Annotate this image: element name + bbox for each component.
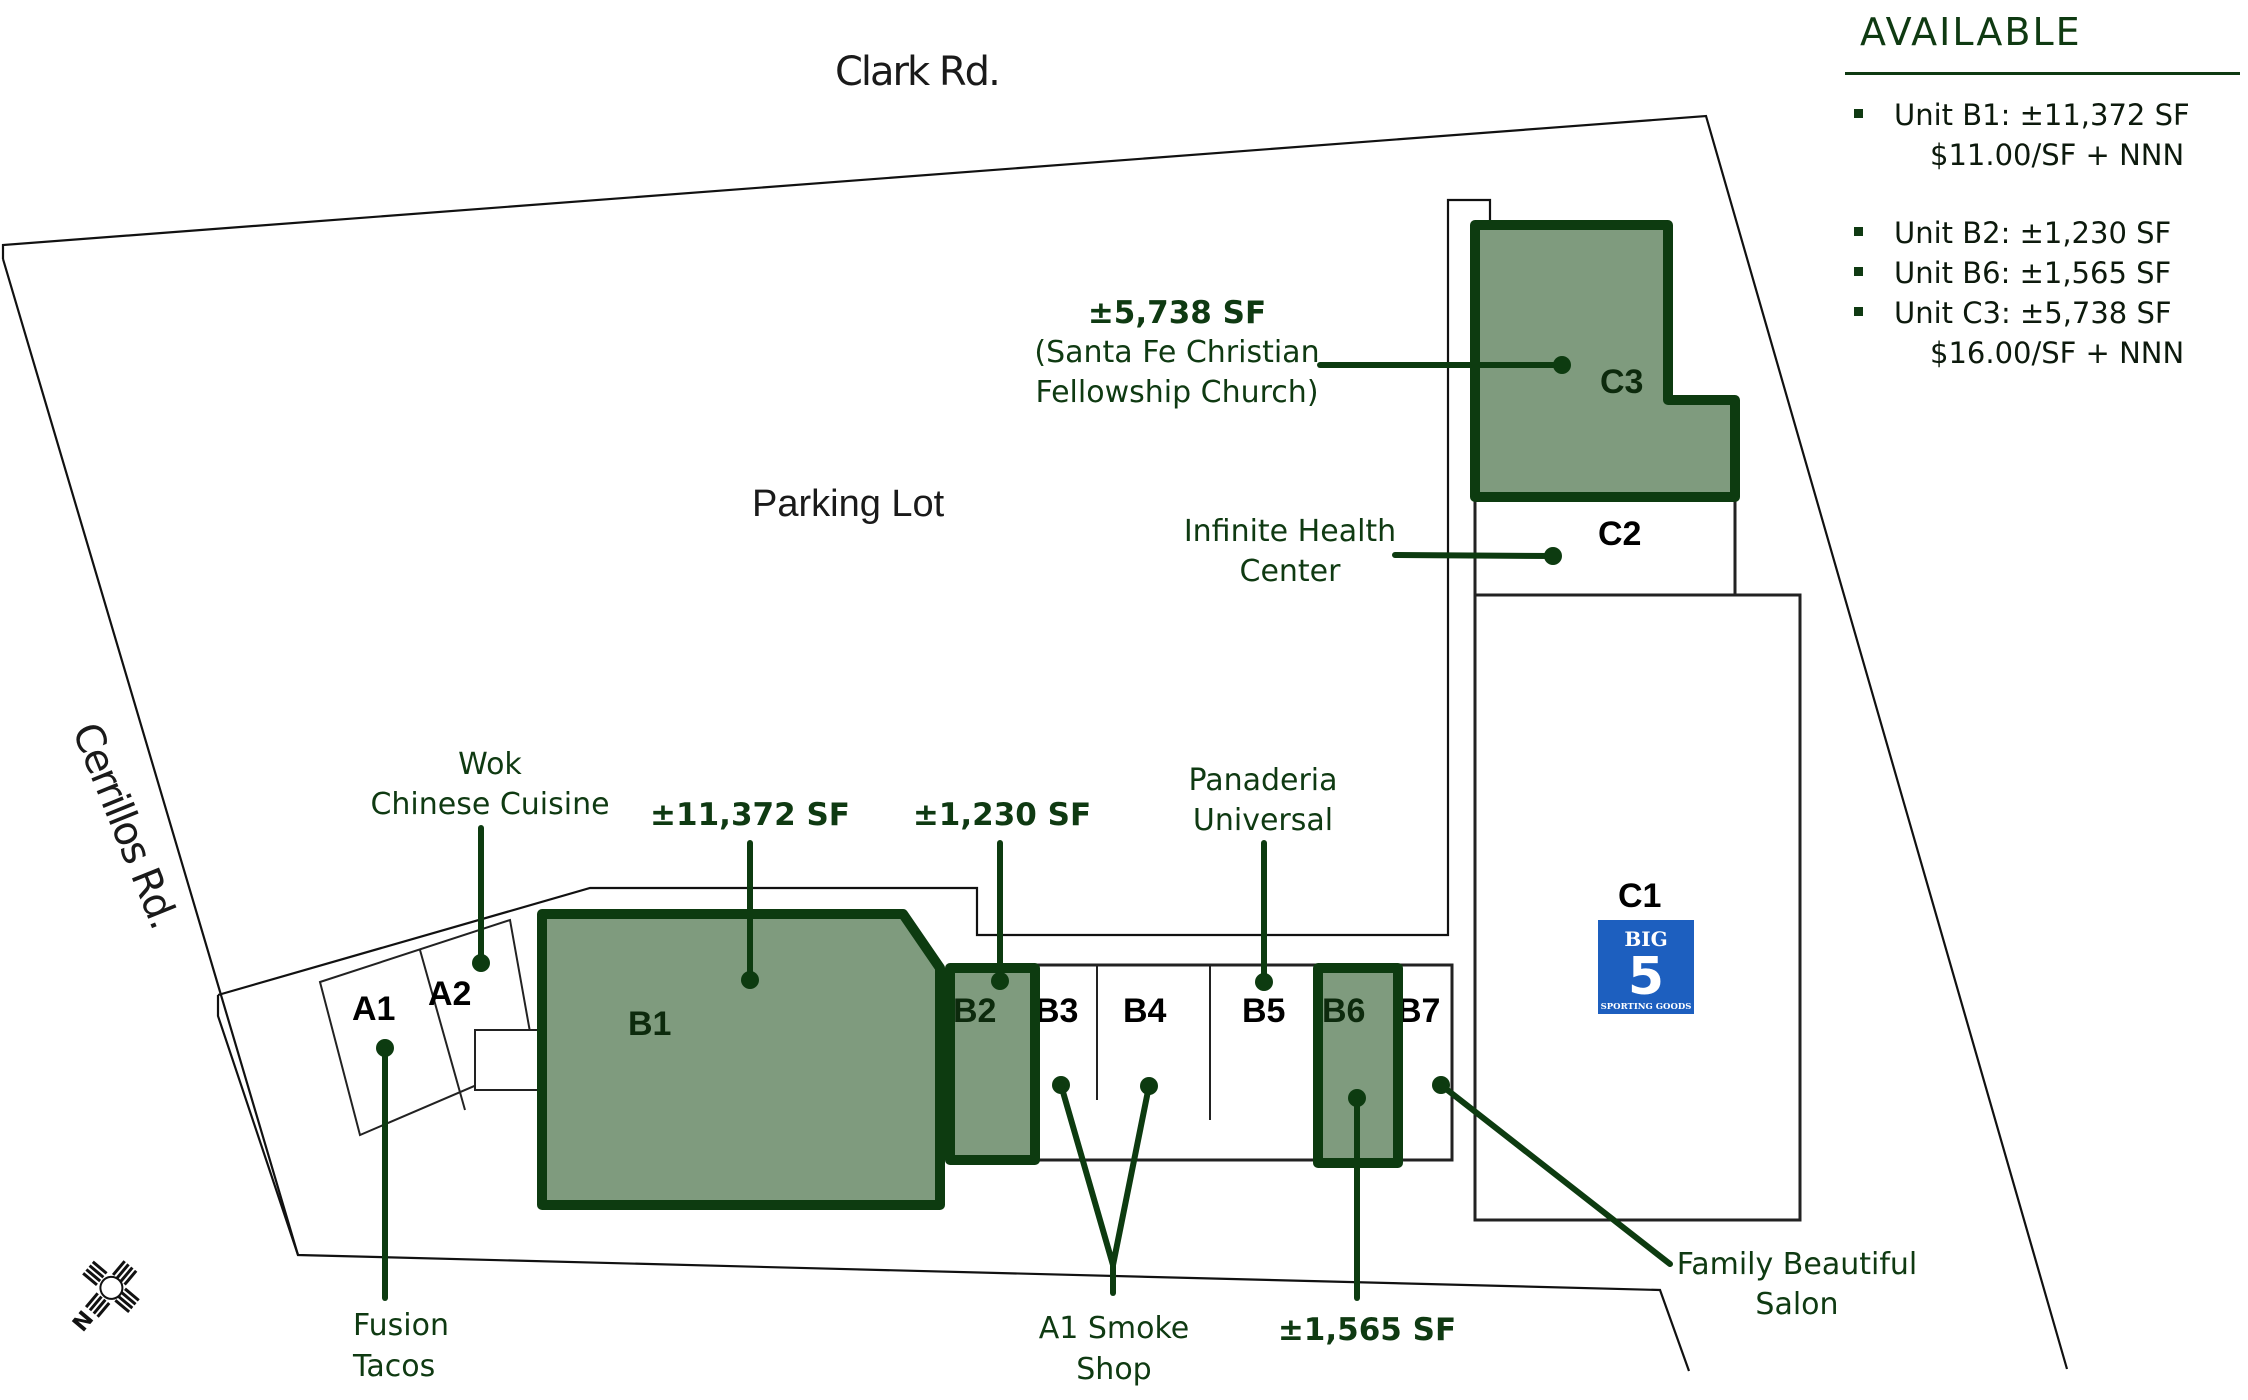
big5-logo-word: BIG xyxy=(1624,927,1667,951)
callout-salon: Family Beautiful Salon xyxy=(1432,1076,1917,1322)
unit-label-c3: C3 xyxy=(1600,363,1643,401)
unit-label-a2: A2 xyxy=(428,975,471,1013)
unit-c3-available[interactable] xyxy=(1470,220,1740,502)
callout-b2-sf: ±1,230 SF xyxy=(913,797,1091,990)
tenant-infinite-line2: Center xyxy=(1240,554,1342,589)
callout-b1-sf: ±11,372 SF xyxy=(650,797,850,989)
callout-wok: Wok Chinese Cuisine xyxy=(370,747,610,972)
legend-price-b1: $11.00/SF + NNN xyxy=(1930,138,2185,172)
building-a: A1 A2 xyxy=(318,918,541,1137)
tenant-panaderia-line1: Panaderia xyxy=(1188,763,1337,798)
callout-a1-smoke: A1 Smoke Shop xyxy=(1039,1076,1190,1387)
legend-divider xyxy=(1845,72,2240,75)
unit-label-b5: B5 xyxy=(1242,992,1285,1030)
unit-b2-available[interactable] xyxy=(945,963,1040,1165)
unit-label-b1: B1 xyxy=(628,1005,671,1043)
sf-label-b2: ±1,230 SF xyxy=(913,797,1091,833)
zia-sun-north-arrow-icon: N xyxy=(68,1260,140,1337)
unit-label-b2: B2 xyxy=(953,992,996,1030)
unit-label-b6: B6 xyxy=(1322,992,1365,1030)
unit-label-b4: B4 xyxy=(1123,992,1167,1030)
tenant-fusion-line2: Tacos xyxy=(352,1349,435,1384)
legend-item-b1: Unit B1: ±11,372 SF$11.00/SF + NNN xyxy=(1854,95,2240,175)
tenant-smoke-line2: Shop xyxy=(1076,1352,1151,1387)
legend-item-b6: Unit B6: ±1,565 SF xyxy=(1854,253,2240,293)
walkway-line xyxy=(216,995,300,1256)
callout-b6-sf: ±1,565 SF xyxy=(1278,1089,1456,1348)
tenant-wok-line2: Chinese Cuisine xyxy=(370,787,609,822)
big5-logo-box xyxy=(1598,920,1694,1014)
legend-item-c3: Unit C3: ±5,738 SF$16.00/SF + NNN xyxy=(1854,293,2240,373)
unit-label-b7: B7 xyxy=(1397,992,1440,1030)
unit-label-c1: C1 xyxy=(1618,877,1661,915)
property-boundary xyxy=(1,114,2069,1370)
road-label-clark: Clark Rd. xyxy=(835,49,999,95)
availability-legend: AVAILABLE Unit B1: ±11,372 SF$11.00/SF +… xyxy=(1840,10,2240,373)
tenant-smoke-line1: A1 Smoke xyxy=(1039,1311,1190,1346)
tenant-salon-line1: Family Beautiful xyxy=(1677,1247,1918,1282)
unit-label-a1: A1 xyxy=(352,990,395,1028)
parking-lot-label: Parking Lot xyxy=(752,483,945,525)
big5-logo: BIG 5 SPORTING GOODS xyxy=(1598,920,1694,1014)
unit-label-c2: C2 xyxy=(1598,515,1641,553)
road-label-cerrillos: Cerrillos Rd. xyxy=(63,717,187,935)
sf-label-b6: ±1,565 SF xyxy=(1278,1312,1456,1348)
sf-label-c3: ±5,738 SF xyxy=(1088,295,1266,331)
unit-b1-available[interactable] xyxy=(537,909,945,1210)
unit-label-b3: B3 xyxy=(1035,992,1078,1030)
tenant-panaderia-line2: Universal xyxy=(1193,803,1333,838)
tenant-salon-line2: Salon xyxy=(1755,1287,1838,1322)
legend-list: Unit B1: ±11,372 SF$11.00/SF + NNN Unit … xyxy=(1840,95,2240,373)
walkway-line xyxy=(217,198,1492,997)
unit-c1 xyxy=(1473,593,1802,1222)
legend-price-c3: $16.00/SF + NNN xyxy=(1930,336,2185,370)
callout-panaderia: Panaderia Universal xyxy=(1188,763,1338,991)
big5-logo-tagline: SPORTING GOODS xyxy=(1601,1002,1692,1012)
callout-infinite-health: Infinite Health Center xyxy=(1184,514,1562,589)
big5-logo-number: 5 xyxy=(1628,947,1664,1007)
tenant-wok-line1: Wok xyxy=(458,747,522,782)
callout-c3-church: ±5,738 SF (Santa Fe Christian Fellowship… xyxy=(1034,295,1571,410)
legend-item-b2: Unit B2: ±1,230 SF xyxy=(1854,213,2240,253)
legend-title: AVAILABLE xyxy=(1860,10,2082,54)
sf-label-b1: ±11,372 SF xyxy=(650,797,850,833)
tenant-church-line1: (Santa Fe Christian xyxy=(1034,335,1319,370)
unit-c2 xyxy=(1473,498,1737,597)
tenant-infinite-line1: Infinite Health xyxy=(1184,514,1396,549)
callout-fusion-tacos: Fusion Tacos xyxy=(352,1039,449,1384)
property-boundary-west xyxy=(1,258,1691,1372)
tenant-fusion-line1: Fusion xyxy=(353,1308,449,1343)
tenant-church-line2: Fellowship Church) xyxy=(1035,375,1318,410)
